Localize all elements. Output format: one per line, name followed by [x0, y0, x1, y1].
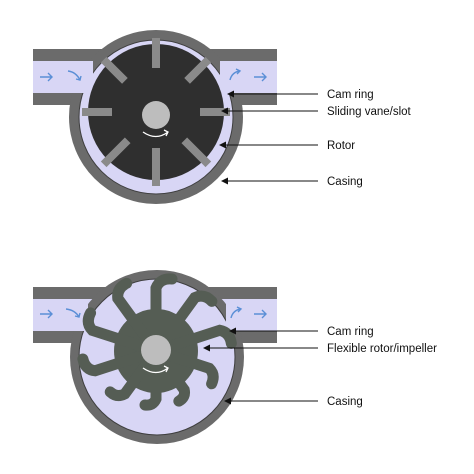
- label-casing: Casing: [327, 176, 363, 188]
- flow-arrow-icon: [40, 68, 267, 82]
- flow-arrow-icon: [40, 306, 267, 319]
- label-casing: Casing: [327, 396, 363, 408]
- rotation-arrow-icon: [142, 129, 169, 138]
- label-rotor: Rotor: [327, 140, 355, 152]
- label-cam-ring: Cam ring: [327, 326, 374, 338]
- label-sliding-vane: Sliding vane/slot: [327, 106, 412, 118]
- label-cam-ring: Cam ring: [327, 89, 374, 101]
- sliding-vanes: [82, 38, 230, 186]
- impeller-pump-hub: [141, 335, 171, 365]
- vane-pump-hub: [142, 101, 170, 129]
- rotation-arrow-icon: [142, 365, 169, 374]
- vane-pump-leaders: [219, 90, 318, 185]
- impeller-pump-leaders: [203, 327, 318, 405]
- label-flexible-rotor: Flexible rotor/impeller: [327, 343, 437, 355]
- vane-pump: Cam ring Sliding vane/slot Rotor Casing: [33, 30, 412, 204]
- impeller-pump: Cam ring Flexible rotor/impeller Casing: [33, 270, 437, 444]
